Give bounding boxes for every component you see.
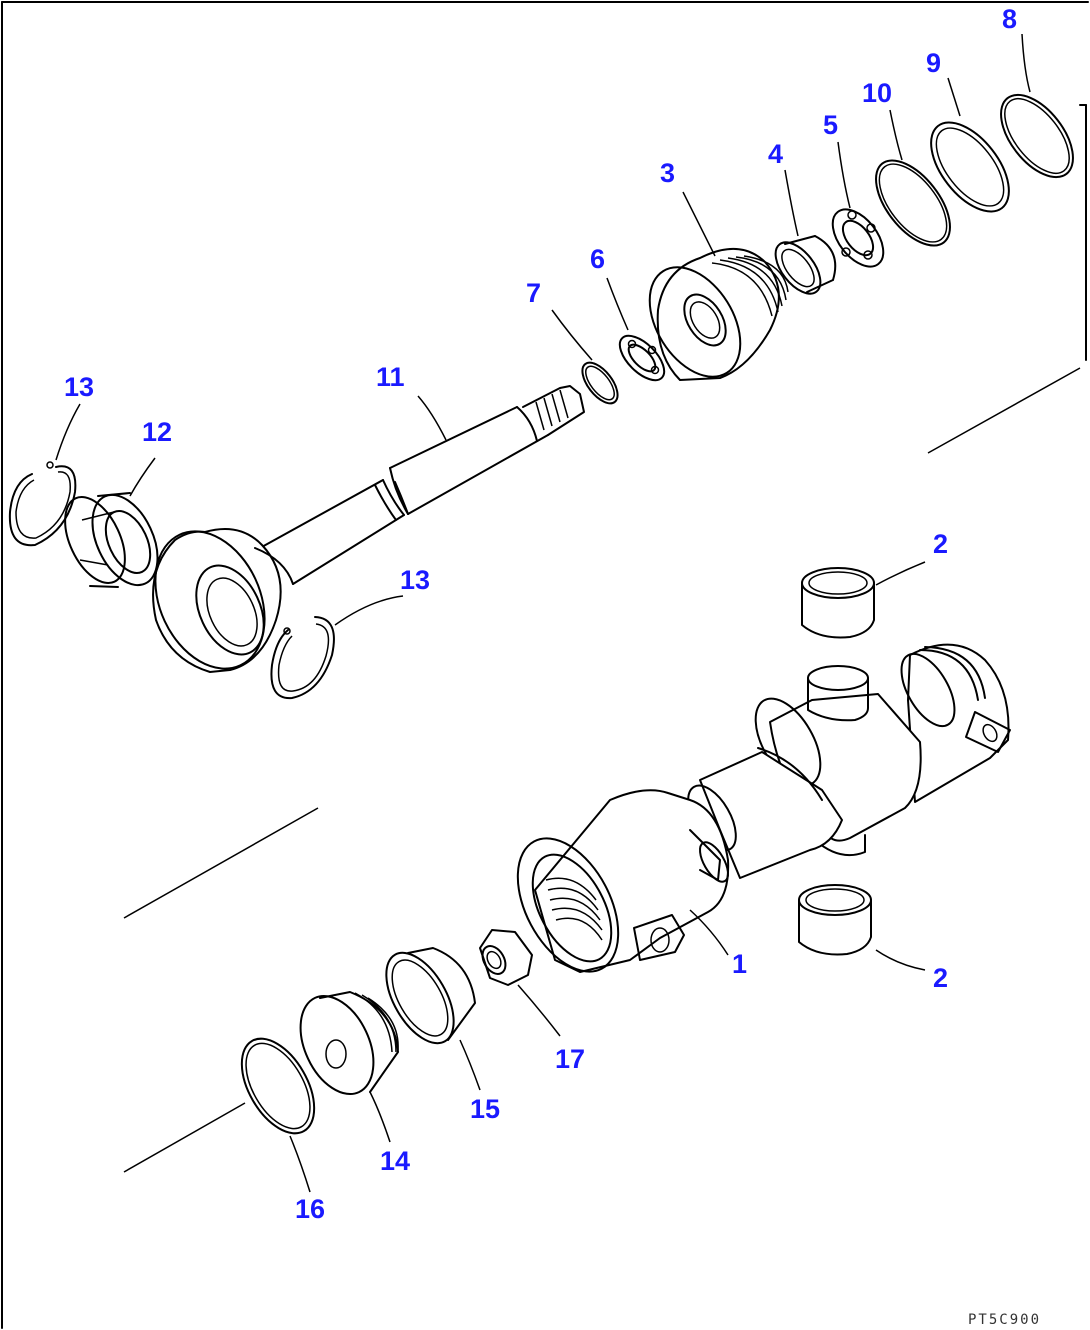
callout-label-1: 1 — [732, 949, 747, 979]
callout-label-2-upper: 2 — [933, 529, 948, 559]
part-3-piston — [648, 247, 789, 381]
callout-label-16: 16 — [295, 1194, 325, 1224]
callout-label-2-lower: 2 — [933, 963, 948, 993]
part-11-piston-rod — [152, 385, 585, 673]
part-6-nut — [618, 334, 666, 382]
part-5-bearing — [831, 208, 885, 268]
part-13-snap-ring-lower — [270, 616, 335, 700]
drawing-code: PT5C900 — [968, 1312, 1041, 1328]
callout-label-5: 5 — [823, 110, 838, 140]
callout-label-3: 3 — [660, 158, 675, 188]
callout-label-8: 8 — [1002, 4, 1017, 34]
callout-label-15: 15 — [470, 1094, 500, 1124]
callout-label-11: 11 — [376, 362, 405, 392]
callout-label-10: 10 — [862, 78, 892, 108]
callout-labels: 8 9 10 5 4 3 6 7 11 12 13 13 2 2 1 17 15… — [64, 4, 1017, 1224]
part-2-bushing-lower — [798, 884, 872, 956]
part-15-ring — [385, 947, 476, 1045]
part-2-bushing-upper — [801, 567, 875, 639]
part-16-ring — [240, 1037, 316, 1135]
callout-label-12: 12 — [142, 417, 172, 447]
part-8-ring — [1000, 93, 1074, 179]
callout-label-17: 17 — [555, 1044, 585, 1074]
part-14-piston — [299, 991, 399, 1096]
callout-label-4: 4 — [768, 139, 783, 169]
part-12-bushing — [64, 492, 159, 588]
part-10-ring — [875, 159, 951, 247]
assembly-axis-lines — [123, 367, 1081, 1173]
part-17-nut — [479, 929, 533, 986]
part-1-cylinder-tube — [516, 643, 1011, 973]
callout-leader-lines — [55, 33, 1031, 1193]
callout-label-14: 14 — [380, 1146, 410, 1176]
part-4-bushing — [774, 235, 837, 295]
callout-label-6: 6 — [590, 244, 605, 274]
callout-label-7: 7 — [526, 278, 541, 308]
callout-label-9: 9 — [926, 48, 941, 78]
part-9-ring — [930, 121, 1010, 213]
callout-label-13-upper: 13 — [64, 372, 94, 402]
part-7-snap-ring — [581, 361, 619, 405]
callout-label-13-lower: 13 — [400, 565, 430, 595]
part-13-snap-ring-upper — [8, 461, 77, 547]
